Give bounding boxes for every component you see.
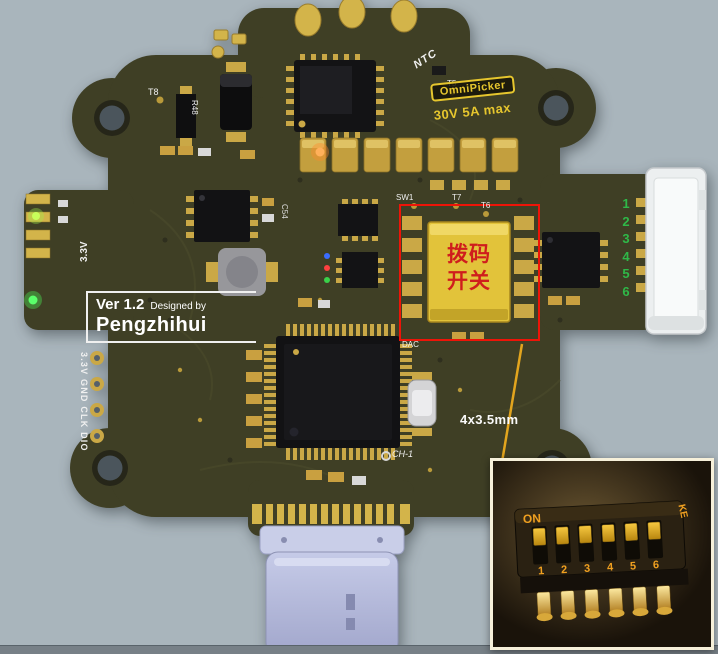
pin-number: 1: [622, 196, 630, 211]
green-led-lower: [24, 291, 42, 309]
small-parts-top-left: [160, 146, 255, 159]
dip-switch-chinese-label: 拨码 开关: [427, 241, 511, 295]
version-box: Ver 1.2 Designed by Pengzhihui: [86, 291, 256, 343]
top-edge-pads: [211, 0, 418, 59]
mounting-hole-top-left: [94, 100, 130, 136]
small-chip-a: [338, 199, 378, 241]
dip-number: 2: [561, 564, 568, 576]
dip-switch-photo-render: ON KE: [493, 461, 711, 647]
desktop-edge: [0, 645, 718, 654]
small-parts-mid: [262, 198, 330, 308]
dip-number: 5: [630, 560, 637, 572]
dip-label-line2: 开关: [447, 270, 491, 293]
jst-connector: [645, 167, 707, 335]
small-chip-b: [336, 252, 384, 288]
mounting-hole-bottom-left: [92, 450, 128, 486]
dip-label-line1: 拨码: [447, 243, 491, 266]
pin-number: 2: [622, 213, 630, 229]
pin-number: 5: [622, 266, 630, 282]
programming-header-pads: [90, 351, 104, 443]
inductor: [206, 248, 278, 296]
dip-number: 1: [538, 565, 545, 577]
dip-number: 6: [653, 559, 660, 571]
pin-number: 3: [622, 231, 630, 247]
dip-sliders: [531, 520, 664, 565]
label-ch1: CH-1: [392, 449, 414, 459]
label-dac: DAC: [402, 340, 419, 349]
dip-switch-component: [402, 216, 534, 323]
label-sw1: SW1: [396, 193, 414, 202]
version-label: Ver 1.2: [96, 296, 145, 313]
capacitor-row: [299, 137, 519, 190]
small-parts-bottom: [306, 332, 484, 485]
mcu-decoupling-caps: [246, 350, 262, 448]
inset-ke-label: KE: [676, 503, 690, 519]
ntc-thermistor: [432, 66, 446, 75]
leader-line: [500, 343, 524, 463]
usb-pad-row: [252, 504, 410, 524]
orange-led: [311, 143, 329, 161]
mcu-chip: [264, 324, 412, 460]
pin-number: 6: [622, 283, 630, 299]
connector-pin-numbers: 1 2 3 4 5 6: [618, 196, 634, 302]
label-c54: C54: [280, 204, 289, 219]
dip-number: 4: [607, 561, 615, 573]
mounting-hole-top-right: [538, 90, 574, 126]
qfn-chip-top: [286, 54, 384, 138]
pin-number: 4: [622, 248, 630, 264]
dimension-label: 4x3.5mm: [460, 412, 519, 427]
label-t7: T7: [452, 193, 462, 202]
label-t8: T8: [148, 87, 159, 97]
capacitor-black: [220, 62, 252, 142]
label-3v3: 3.3V: [79, 241, 90, 262]
status-leds: [324, 253, 330, 283]
dip-switch-highlight-box: [399, 204, 540, 341]
dip-gold-pins: [536, 585, 673, 622]
component-r48: [176, 86, 196, 146]
dip-switch-body: ON KE: [514, 500, 690, 622]
label-t6: T6: [481, 201, 491, 210]
author-label: Pengzhihui: [96, 314, 207, 336]
dip-number: 3: [584, 563, 591, 575]
ic-mid-left: [186, 190, 258, 242]
usb-c-connector: [259, 525, 405, 654]
inset-on-label: ON: [523, 511, 542, 526]
programming-header-label: 3.3V GND CLK DIO: [79, 352, 89, 452]
label-r48: R48: [190, 100, 199, 115]
connector-feed-pads: [636, 198, 648, 292]
green-led-upper: [28, 208, 44, 224]
dip-switch-inset-photo: ON KE: [490, 458, 714, 650]
crystal-oscillator: [407, 372, 437, 436]
designed-by-label: Designed by: [150, 301, 206, 312]
dip-pin-numbers: 1 2 3 4 5 6: [538, 559, 660, 577]
chip-right: [534, 232, 608, 305]
